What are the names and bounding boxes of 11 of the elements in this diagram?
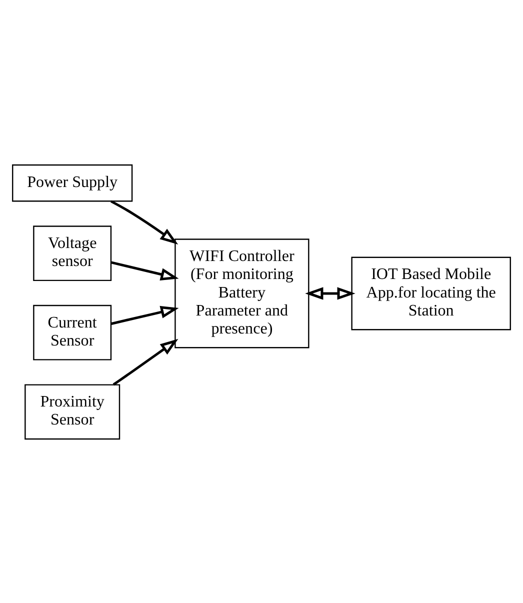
node-box: Voltage sensor [33, 225, 112, 281]
node-box: WIFI Controller (For monitoring Battery Parameter and presence) [174, 238, 310, 348]
arrow [110, 200, 178, 244]
arrow [111, 260, 179, 280]
arrow [111, 305, 179, 324]
node-box: IOT Based Mobile App.for locating the Station [351, 256, 511, 330]
node-box: Proximity Sensor [24, 384, 120, 440]
arrow [305, 286, 356, 300]
node-box: Power Supply [12, 164, 133, 202]
arrow [112, 338, 178, 386]
node-box: Current Sensor [33, 304, 112, 360]
